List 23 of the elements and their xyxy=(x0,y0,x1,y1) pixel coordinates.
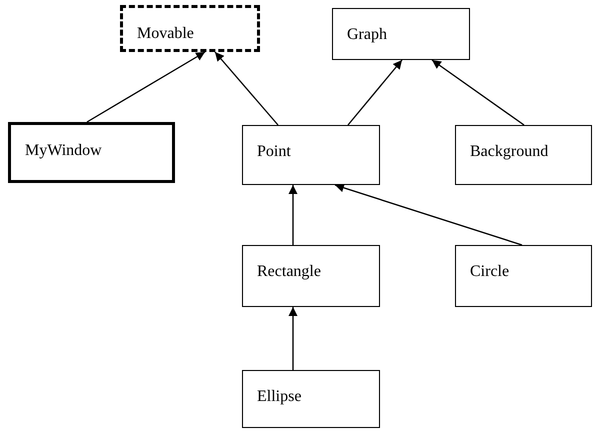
class-name: Graph xyxy=(347,26,387,44)
class-name: Background xyxy=(470,143,548,161)
class-box xyxy=(455,245,592,307)
class-name: Point xyxy=(257,143,291,161)
arrow xyxy=(86,51,206,123)
arrow xyxy=(432,59,524,126)
class-box xyxy=(120,5,260,52)
arrow xyxy=(334,183,522,246)
arrow xyxy=(288,185,298,245)
class-box xyxy=(455,125,592,185)
class-name: Ellipse xyxy=(257,388,302,406)
arrow xyxy=(348,60,402,126)
arrow xyxy=(288,307,298,370)
class-name: Movable xyxy=(137,25,194,43)
class-box xyxy=(8,122,175,183)
class-box xyxy=(242,370,380,428)
arrow xyxy=(214,52,278,126)
class-name: Rectangle xyxy=(257,263,321,281)
class-box xyxy=(242,245,380,307)
class-box xyxy=(242,125,380,185)
class-name: MyWindow xyxy=(25,142,102,160)
class-name: Circle xyxy=(470,263,510,281)
class-box xyxy=(332,8,470,60)
